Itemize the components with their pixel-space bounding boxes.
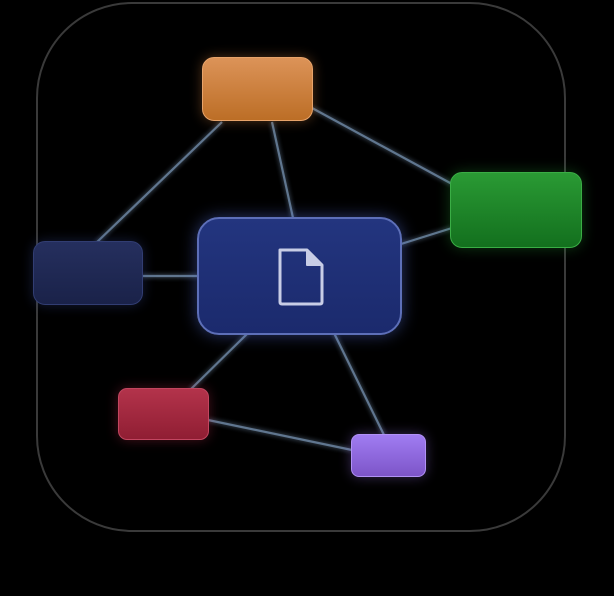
edge-center-red bbox=[189, 332, 249, 391]
edge-orange-navy bbox=[95, 121, 223, 244]
edge-center-green bbox=[400, 226, 453, 246]
edge-orange-center bbox=[270, 121, 295, 219]
node-green bbox=[450, 172, 582, 248]
edge-center-purple bbox=[333, 332, 385, 436]
node-purple bbox=[351, 434, 426, 477]
node-red bbox=[118, 388, 209, 440]
edge-orange-green bbox=[311, 107, 453, 185]
node-center bbox=[197, 217, 402, 335]
document-icon bbox=[278, 248, 324, 306]
node-orange bbox=[202, 57, 313, 121]
node-navy bbox=[33, 241, 143, 305]
edge-red-purple bbox=[207, 418, 353, 452]
